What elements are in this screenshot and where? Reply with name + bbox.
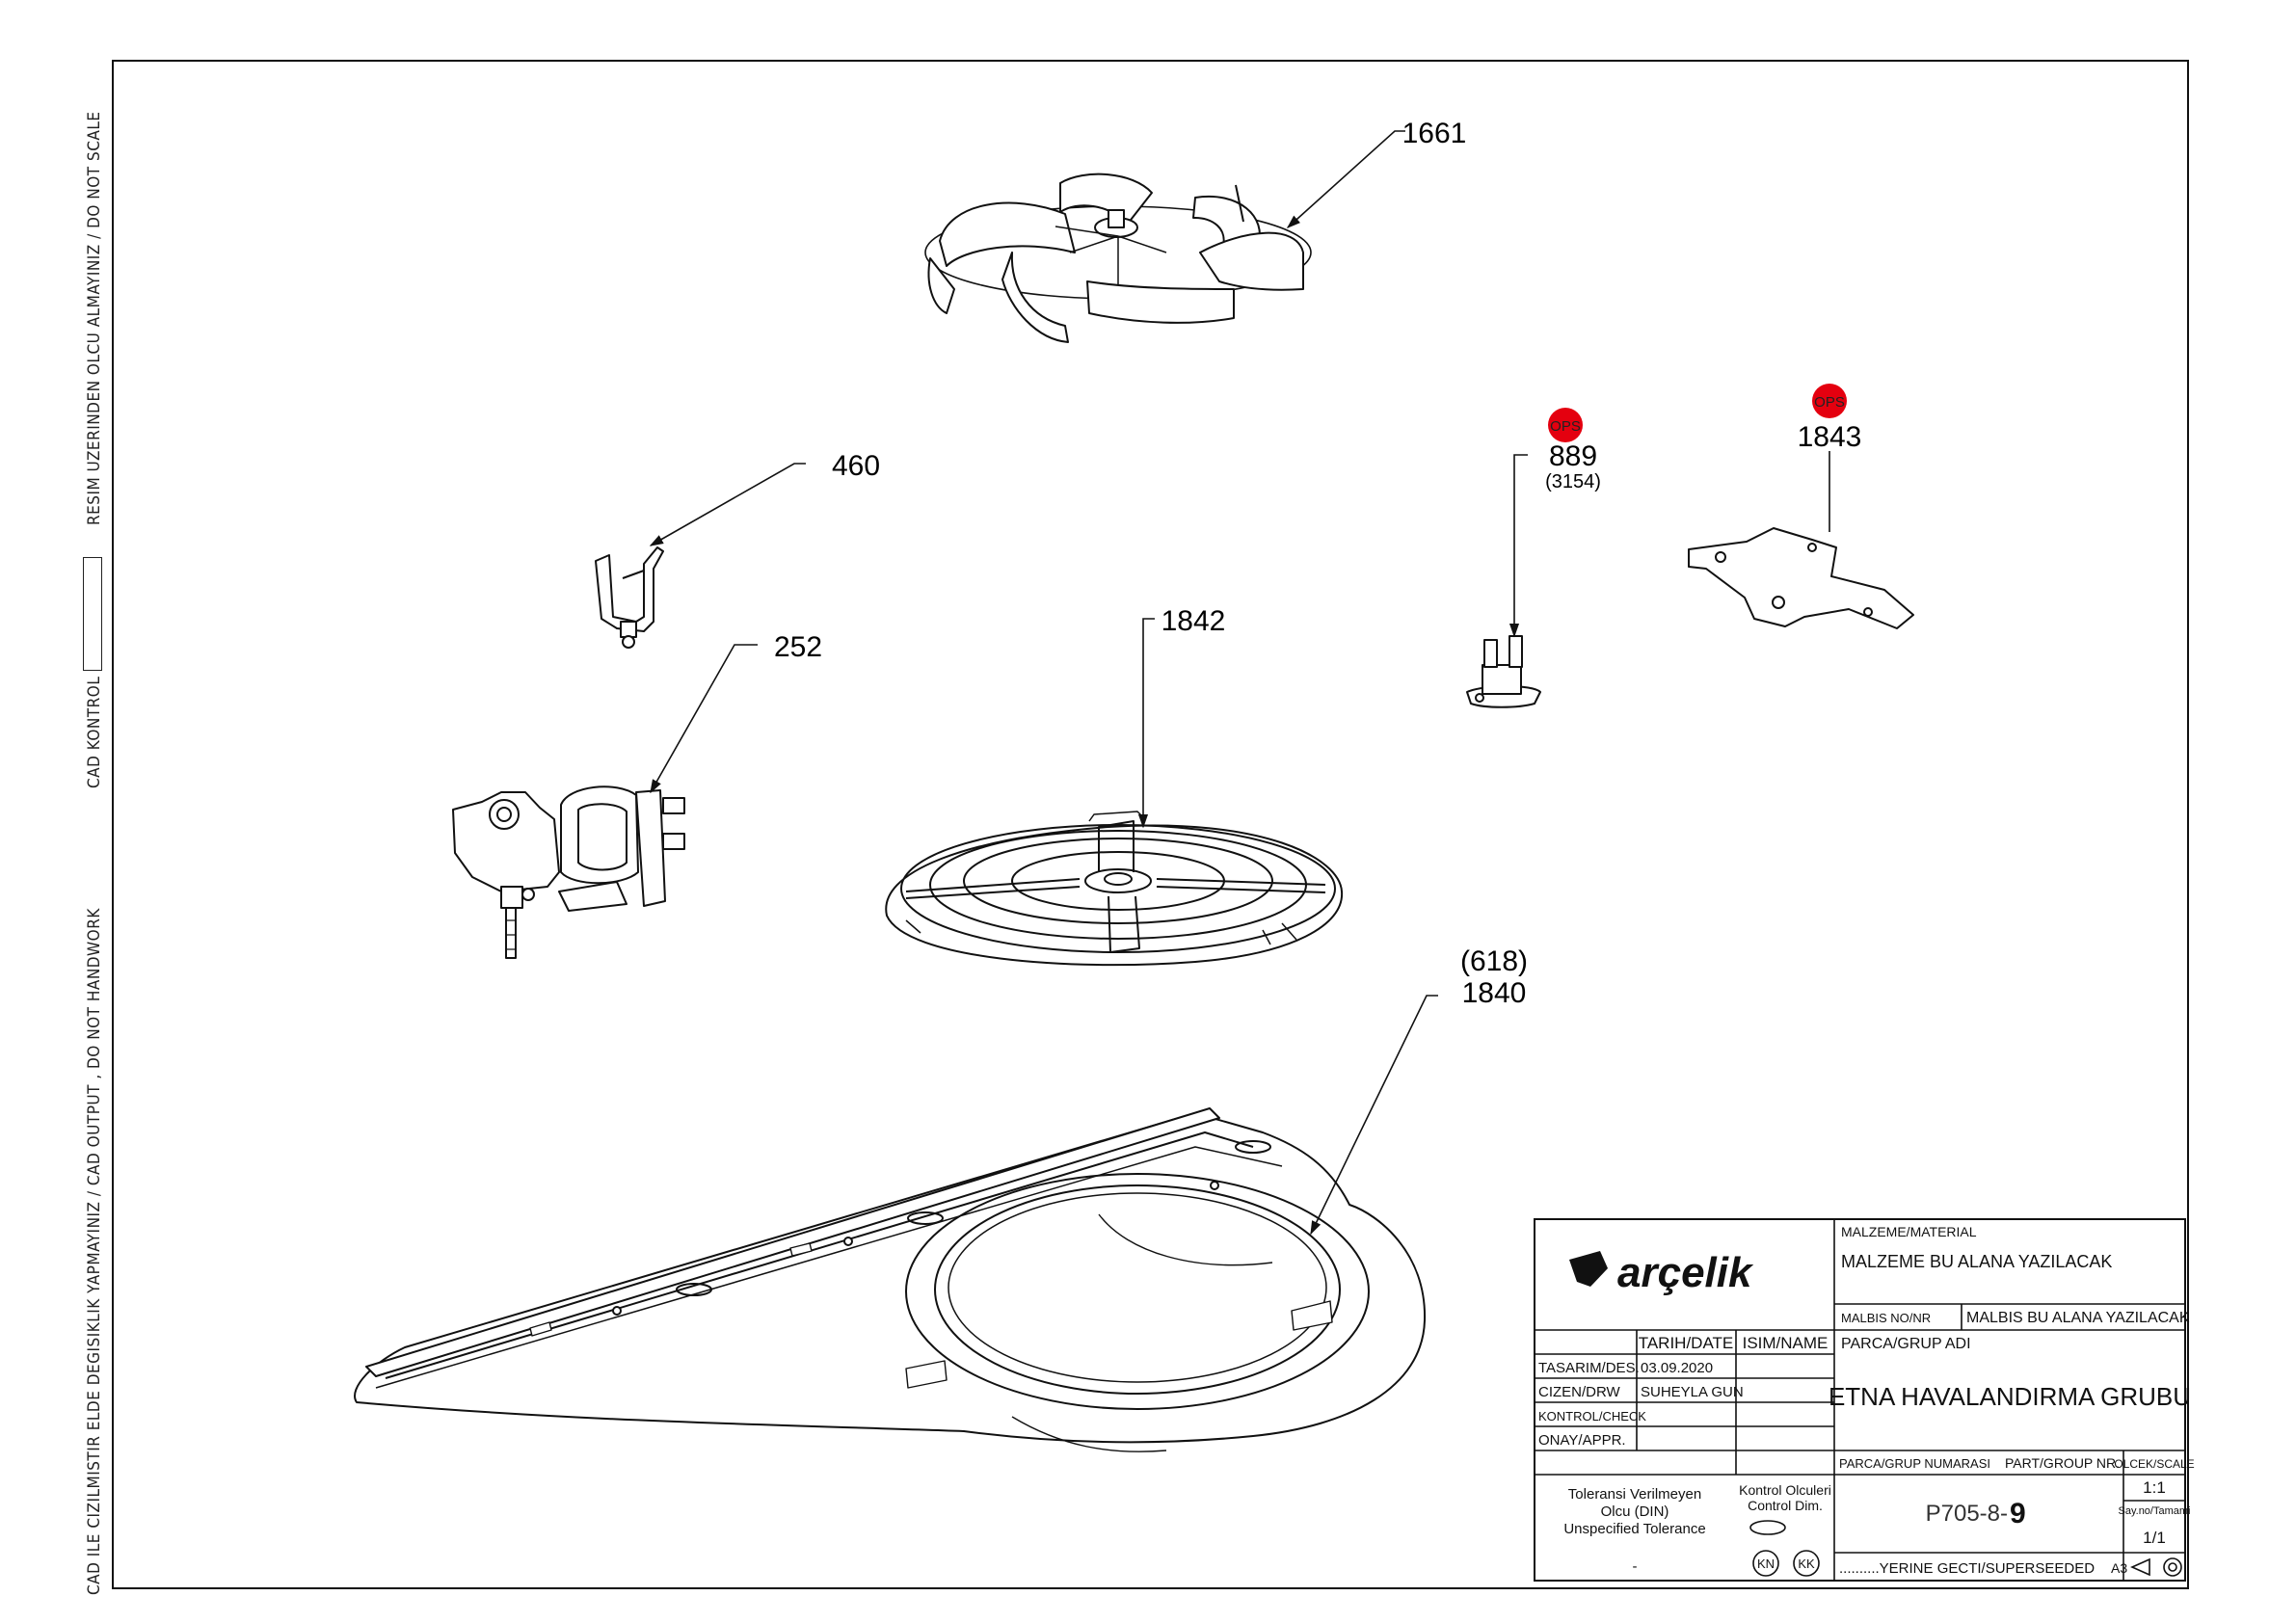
clip-part — [595, 546, 664, 649]
design-date: 03.09.2020 — [1641, 1360, 1713, 1376]
title-block — [1534, 1218, 2186, 1582]
row-approve: ONAY/APPR. — [1538, 1432, 1626, 1449]
tolerance-line-2: Olcu (DIN) — [1601, 1503, 1669, 1520]
callout-460: 460 — [832, 450, 880, 482]
material-value: MALZEME BU ALANA YAZILACAK — [1841, 1252, 2112, 1271]
control-line-1: Kontrol Olculeri — [1739, 1482, 1831, 1498]
malbis-value: MALBIS BU ALANA YAZILACAK — [1966, 1310, 2190, 1326]
drawing-frame — [112, 60, 2189, 1589]
part-revision: 9 — [2010, 1498, 2026, 1530]
kk-mark: KK — [1798, 1556, 1815, 1571]
part-no-label-en: PART/GROUP NR. — [2005, 1455, 2120, 1471]
cad-control-box — [83, 557, 102, 671]
callout-252: 252 — [774, 631, 822, 663]
part-number: P705-8- — [1926, 1501, 2008, 1527]
air-duct-part — [354, 1107, 1427, 1452]
ops-badge-889 — [1548, 408, 1583, 442]
col-name: ISIM/NAME — [1743, 1334, 1829, 1352]
callout-889: 889 — [1549, 440, 1597, 472]
sheet-label: Say.no/Tamami — [2119, 1505, 2191, 1517]
callout-1661: 1661 — [1402, 118, 1467, 149]
superseded-label: ..........YERINE GECTI/SUPERSEEDED — [1839, 1560, 2095, 1577]
callout-1840: 1840 — [1462, 977, 1527, 1009]
tolerance-line-3: Unspecified Tolerance — [1563, 1521, 1705, 1537]
fan-blade-part — [924, 173, 1312, 343]
drawn-name: SUHEYLA GUN — [1641, 1384, 1744, 1400]
row-check: KONTROL/CHECK — [1538, 1409, 1646, 1423]
malbis-label: MALBIS NO/NR — [1841, 1311, 1931, 1325]
paper-size: A3 — [2111, 1560, 2127, 1576]
ops-label-889: OPS — [1550, 418, 1581, 435]
arcelik-logo-mark — [1569, 1251, 1608, 1287]
thermostat-part — [1466, 635, 1541, 708]
callout-1843: 1843 — [1798, 421, 1862, 453]
part-name-label: PARCA/GRUP ADI — [1841, 1336, 1971, 1352]
tolerance-line-1: Toleransi Verilmeyen — [1568, 1486, 1701, 1503]
scale-value: 1:1 — [2143, 1478, 2166, 1497]
ops-label-1843: OPS — [1814, 394, 1845, 411]
material-label: MALZEME/MATERIAL — [1841, 1224, 1977, 1239]
row-drawn: CIZEN/DRW — [1538, 1384, 1621, 1400]
scale-label: OLCEK/SCALE — [2114, 1457, 2194, 1471]
ops-badge-1843 — [1812, 384, 1847, 418]
callout-1842: 1842 — [1161, 605, 1226, 637]
row-design: TASARIM/DES. — [1538, 1360, 1640, 1376]
callout-889-sub: (3154) — [1545, 471, 1601, 492]
fan-motor-part — [452, 785, 685, 959]
fan-cover-part — [885, 811, 1344, 967]
callout-618: (618) — [1460, 945, 1528, 977]
part-name: ETNA HAVALANDIRMA GRUBU — [1829, 1382, 2191, 1411]
control-line-2: Control Dim. — [1748, 1498, 1823, 1513]
tolerance-dash: - — [1633, 1558, 1638, 1575]
mounting-plate-part — [1688, 527, 1914, 629]
brand-logo: arçelik — [1617, 1249, 1754, 1296]
sheet-value: 1/1 — [2143, 1529, 2166, 1547]
part-no-label: PARCA/GRUP NUMARASI — [1839, 1456, 1990, 1471]
kn-mark: KN — [1757, 1556, 1775, 1571]
col-date: TARIH/DATE — [1639, 1334, 1734, 1352]
